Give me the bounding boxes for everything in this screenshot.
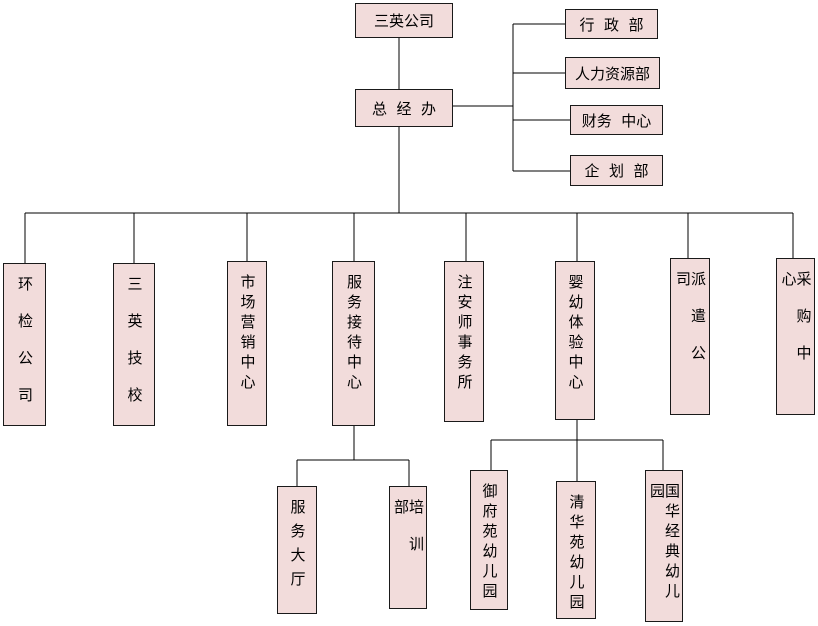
branch-marketing-center: 市场营销中心 [227, 261, 267, 426]
branch-safety-engineer-office: 注安师事务所 [444, 261, 484, 422]
service-hall-box: 服务大厅 [277, 486, 317, 614]
branch-service-reception-center: 服务接待中心 [332, 261, 375, 426]
finance-center-box: 财务 中心 [570, 105, 663, 135]
branch-technical-school: 三英技校 [113, 263, 155, 426]
admin-department-box: 行 政 部 [565, 9, 658, 39]
hr-department-box: 人力资源部 [565, 57, 660, 89]
planning-department-box: 企 划 部 [570, 155, 663, 186]
root-company-box: 三英公司 [355, 3, 453, 38]
branch-dispatch-company: 派遣公司 [670, 258, 710, 415]
kindergarten-yufuyuan: 御府苑幼儿园 [470, 470, 508, 610]
training-department-box: 培训部 [389, 486, 427, 609]
kindergarten-qinghuayuan: 清华苑幼儿园 [556, 481, 596, 619]
kindergarten-guohua-jingdian: 国华经典幼儿园 [645, 470, 683, 622]
branch-infant-experience-center: 婴幼体验中心 [555, 261, 595, 420]
branch-procurement-center: 采购中心 [776, 258, 815, 415]
general-office-box: 总 经 办 [355, 89, 453, 127]
branch-inspection-company: 环检公司 [3, 263, 46, 426]
